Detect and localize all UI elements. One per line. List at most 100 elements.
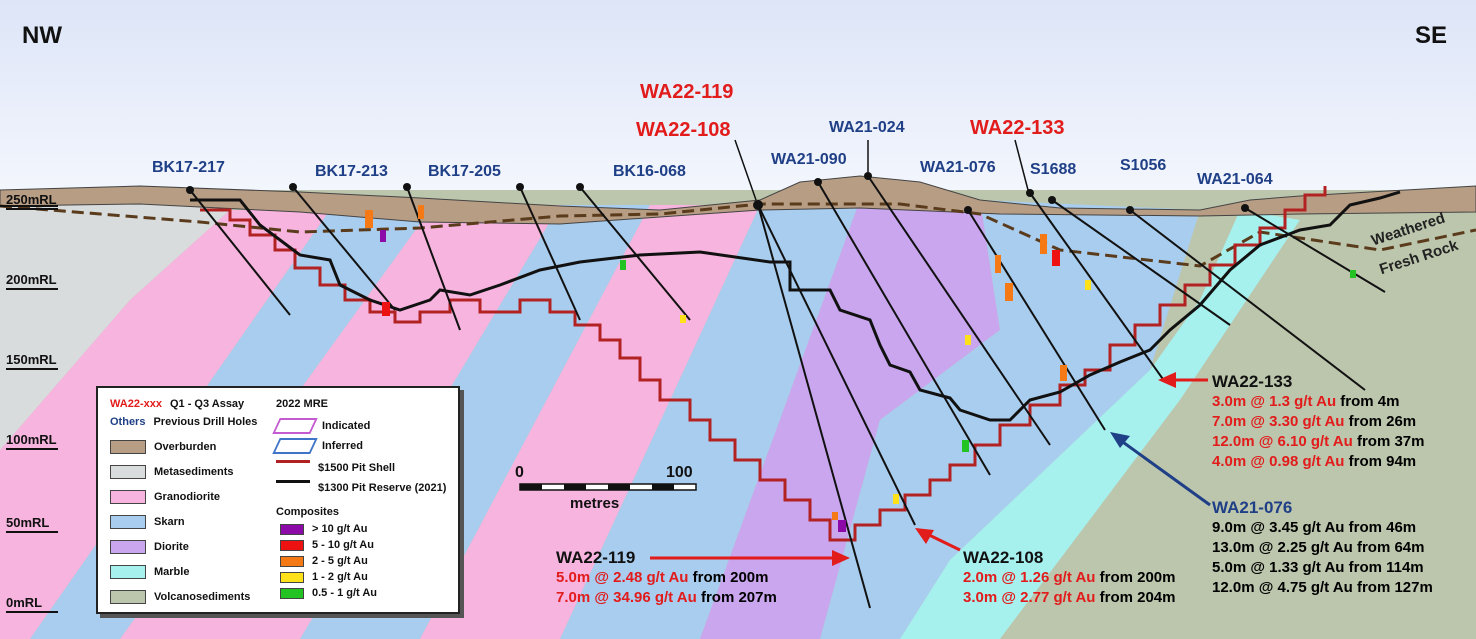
legend-composite-swatch (280, 571, 304, 583)
assay-highlight: 4.0m @ 0.98 g/t Au (1212, 453, 1345, 470)
legend-pit-reserve-swatch (276, 480, 310, 495)
legend-composite-swatch (280, 523, 304, 535)
legend-pit-label: $1300 Pit Reserve (2021) (318, 481, 447, 494)
drill-hole-label-new: WA22-108 (636, 119, 731, 141)
annotation-title: WA22-133 (1212, 372, 1293, 391)
elevation-label: 100mRL (6, 432, 58, 450)
assay-highlight: 7.0m @ 34.96 g/t Au (556, 589, 697, 606)
legend-lithology-label: Diorite (154, 541, 189, 553)
drill-hole-label: WA21-024 (829, 119, 905, 136)
legend-composite-label: 2 - 5 g/t Au (312, 555, 368, 567)
diorite-body (700, 200, 1000, 639)
assay-line: 12.0m @ 4.75 g/t Au from 127m (1212, 579, 1433, 596)
assay-highlight: 5.0m @ 2.48 g/t Au (556, 569, 689, 586)
drill-hole-label: WA21-090 (771, 151, 847, 168)
elevation-label: 200mRL (6, 272, 58, 290)
assay-highlight: 2.0m @ 1.26 g/t Au (963, 569, 1096, 586)
assay-depth: from 4m (1340, 393, 1400, 410)
legend-mre-title: 2022 MRE (276, 398, 328, 410)
legend-swatch (110, 515, 146, 529)
metasediments-body (0, 190, 230, 450)
legend-lithology-label: Volcanosediments (154, 591, 251, 603)
legend-swatch (110, 465, 146, 479)
legend-composite-label: 5 - 10 g/t Au (312, 539, 374, 551)
legend-lithology-label: Granodiorite (154, 491, 221, 503)
legend-mre-label: Inferred (322, 440, 363, 452)
legend-lithology-label: Metasediments (154, 466, 234, 478)
legend-composite-label: 0.5 - 1 g/t Au (312, 587, 377, 599)
legend-composites-title: Composites (276, 506, 339, 518)
drill-hole-label: WA21-064 (1197, 171, 1273, 188)
drill-hole-label: BK17-205 (428, 163, 501, 180)
drill-hole-traces (189, 175, 1386, 609)
assay-line: 13.0m @ 2.25 g/t Au from 64m (1212, 539, 1425, 556)
legend-assay-key: WA22-xxx (110, 398, 162, 410)
legend-others-desc: Previous Drill Holes (153, 416, 258, 428)
legend-box: WA22-xxx Q1 - Q3 Assay Others Previous D… (96, 386, 460, 614)
drill-hole-label: WA21-076 (920, 159, 996, 176)
legend-inferred-swatch (272, 438, 318, 454)
elevation-label: 150mRL (6, 352, 58, 370)
callout-arrows (650, 139, 1211, 566)
drill-hole-label-new: WA22-133 (970, 117, 1065, 139)
granodiorite-band (420, 205, 760, 639)
direction-nw: NW (22, 22, 62, 49)
assay-depth: from 37m (1356, 433, 1425, 450)
annotation-wa22-119: WA22-119 5.0m @ 2.48 g/t Au from 200m 7.… (556, 548, 777, 608)
assay-highlight: 12.0m @ 6.10 g/t Au (1212, 433, 1353, 450)
legend-swatch (110, 565, 146, 579)
legend-indicated-swatch (272, 418, 318, 434)
legend-pit-label: $1500 Pit Shell (318, 461, 396, 474)
legend-composite-label: 1 - 2 g/t Au (312, 571, 368, 583)
annotation-wa22-133: WA22-133 3.0m @ 1.3 g/t Au from 4m 7.0m … (1212, 372, 1425, 472)
pit-shell-1500 (200, 186, 1327, 542)
legend-pit-shell-swatch (276, 460, 310, 475)
legend-lithology-label: Skarn (154, 516, 185, 528)
legend-composite-label: > 10 g/t Au (312, 523, 368, 535)
elevation-label: 0mRL (6, 595, 58, 613)
legend-assay-desc: Q1 - Q3 Assay (169, 398, 245, 410)
assay-depth: from 26m (1348, 413, 1417, 430)
legend-composite-swatch (280, 555, 304, 567)
marble-body (900, 210, 1300, 639)
scale-start: 0 (515, 464, 524, 481)
assay-depth: from 200m (692, 569, 769, 586)
annotation-wa22-108: WA22-108 2.0m @ 1.26 g/t Au from 200m 3.… (963, 548, 1176, 608)
elevation-label: 50mRL (6, 515, 58, 533)
legend-swatch (110, 540, 146, 554)
assay-highlight: 7.0m @ 3.30 g/t Au (1212, 413, 1345, 430)
scale-bar (519, 483, 697, 491)
legend-composite-swatch (280, 539, 304, 551)
drill-hole-label: BK17-217 (152, 159, 225, 176)
legend-swatch (110, 490, 146, 504)
assay-highlight: 3.0m @ 2.77 g/t Au (963, 589, 1096, 606)
drill-hole-label: S1056 (1120, 157, 1167, 174)
assay-depth: from 200m (1099, 569, 1176, 586)
assay-depth: from 94m (1348, 453, 1417, 470)
direction-se: SE (1415, 22, 1448, 49)
drill-hole-label: S1688 (1030, 161, 1077, 178)
elevation-label: 250mRL (6, 192, 58, 210)
pit-reserve-1300 (190, 190, 1401, 422)
assay-line: 5.0m @ 1.33 g/t Au from 114m (1212, 559, 1424, 576)
annotation-wa21-076: WA21-076 9.0m @ 3.45 g/t Au from 46m 13.… (1212, 498, 1433, 598)
volcanosediments-right (1000, 220, 1476, 639)
assay-depth: from 207m (700, 589, 777, 606)
legend-lithology-label: Overburden (154, 441, 217, 453)
legend-lithology-label: Marble (154, 566, 190, 578)
legend-swatch (110, 590, 146, 604)
drill-hole-label: BK16-068 (613, 163, 686, 180)
legend-mre-label: Indicated (322, 420, 371, 432)
scale-end: 100 (666, 464, 693, 481)
drill-hole-label-new: WA22-119 (640, 81, 734, 103)
legend-swatch (110, 440, 146, 454)
assay-highlight: 3.0m @ 1.3 g/t Au (1212, 393, 1337, 410)
collars (186, 172, 1249, 214)
legend-composite-swatch (280, 587, 304, 599)
drill-hole-label: BK17-213 (315, 163, 388, 180)
annotation-title: WA22-119 (556, 548, 636, 567)
annotation-title: WA22-108 (963, 548, 1044, 567)
legend-others-key: Others (110, 416, 146, 428)
annotation-title: WA21-076 (1212, 498, 1293, 517)
